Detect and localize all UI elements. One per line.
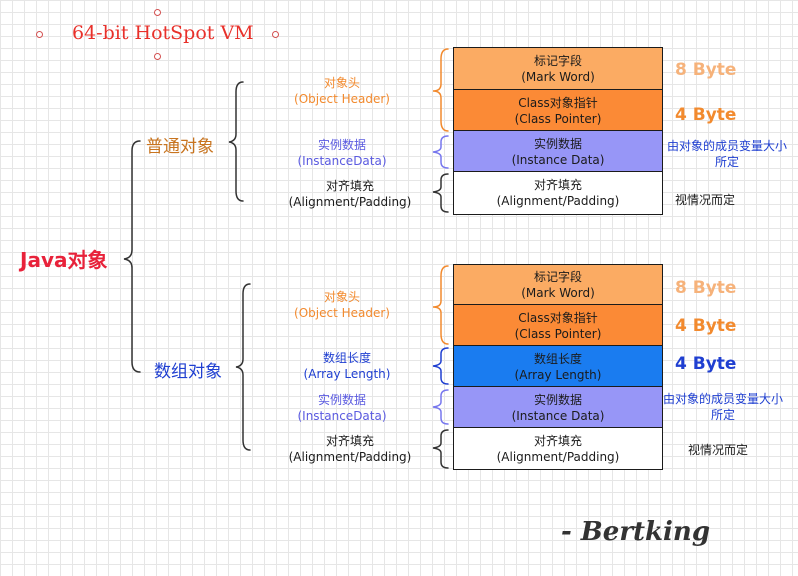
array-length-bracket [432,347,449,385]
array-class-size: 4 Byte [675,316,737,336]
root-label: Java对象 [20,248,108,272]
array-length-size: 4 Byte [675,354,737,374]
selection-handle [272,31,279,38]
box-label-cn: 实例数据 [533,392,582,407]
array-class-pointer-box[interactable]: Class对象指针 (Class Pointer) [453,304,663,347]
array-instance-bracket [432,389,449,425]
box-label-en: (Alignment/Padding) [496,449,620,464]
array-length-label: 数组长度 (Array Length) [287,350,407,382]
selection-handle [154,53,161,60]
ordinary-class-pointer-box[interactable]: Class对象指针 (Class Pointer) [453,89,663,132]
box-label-cn: Class对象指针 [518,310,598,325]
array-object-label: 数组对象 [154,362,222,382]
ordinary-header-cn: 对象头 [323,76,360,90]
box-label-cn: 对齐填充 [533,433,582,448]
box-label-en: (Alignment/Padding) [496,194,620,208]
box-label-en: (Instance Data) [511,152,605,167]
array-instance-en: (InstanceData) [297,409,387,423]
array-instance-label: 实例数据 (InstanceData) [287,392,397,424]
box-label-en: (Array Length) [514,367,602,382]
ordinary-padding-label: 对齐填充 (Alignment/Padding) [270,178,430,210]
array-padding-cn: 对齐填充 [325,434,374,448]
array-instance-cn: 实例数据 [317,393,366,407]
box-label-cn: Class对象指针 [518,95,598,110]
box-label-en: (Instance Data) [511,408,605,423]
signature: - Bertking [560,517,710,547]
ordinary-mark-size: 8 Byte [675,60,737,80]
ordinary-instance-cn: 实例数据 [317,138,366,152]
root-brace [123,140,141,373]
array-padding-box[interactable]: 对齐填充 (Alignment/Padding) [453,427,663,470]
array-header-bracket [432,265,449,345]
box-label-cn: 数组长度 [533,351,582,366]
array-mark-size: 8 Byte [675,278,737,298]
ordinary-mark-word-box[interactable]: 标记字段 (Mark Word) [453,47,663,91]
array-mark-word-box[interactable]: 标记字段 (Mark Word) [453,264,663,306]
ordinary-instance-data-box[interactable]: 实例数据 (Instance Data) [453,130,663,173]
array-instance-note: 由对象的成员变量大小所定 [662,392,783,422]
box-label-en: (Mark Word) [521,286,595,300]
ordinary-padding-en: (Alignment/Padding) [288,195,412,209]
box-label-cn: 实例数据 [533,136,582,151]
array-padding-label: 对齐填充 (Alignment/Padding) [270,433,430,465]
ordinary-header-en: (Object Header) [294,92,390,106]
ordinary-instance-en: (InstanceData) [297,154,387,168]
array-length-cn: 数组长度 [322,351,371,365]
array-header-label: 对象头 (Object Header) [287,289,397,321]
ordinary-instance-bracket [432,135,449,169]
array-length-box[interactable]: 数组长度 (Array Length) [453,345,663,388]
array-length-en: (Array Length) [303,367,391,381]
array-header-en: (Object Header) [294,306,390,320]
box-label-cn: 对齐填充 [533,178,582,192]
ordinary-padding-note: 视情况而定 [675,193,736,207]
box-label-en: (Mark Word) [521,70,595,84]
ordinary-padding-cn: 对齐填充 [325,179,374,193]
box-label-en: (Class Pointer) [514,111,602,126]
array-padding-en: (Alignment/Padding) [288,450,412,464]
ordinary-instance-note: 由对象的成员变量大小所定 [666,139,787,169]
ordinary-header-bracket [432,48,449,132]
ordinary-instance-label: 实例数据 (InstanceData) [287,137,397,169]
box-label-cn: 标记字段 [533,270,582,284]
ordinary-padding-bracket [432,173,449,213]
array-padding-bracket [432,429,449,469]
ordinary-brace [228,81,244,202]
ordinary-class-size: 4 Byte [675,105,737,125]
box-label-cn: 标记字段 [533,54,582,68]
ordinary-header-label: 对象头 (Object Header) [287,75,397,107]
array-header-cn: 对象头 [323,290,360,304]
selection-handle [36,31,43,38]
array-instance-data-box[interactable]: 实例数据 (Instance Data) [453,386,663,429]
selection-handle [154,9,161,16]
box-label-en: (Class Pointer) [514,326,602,341]
array-padding-note: 视情况而定 [688,443,749,457]
ordinary-object-label: 普通对象 [146,137,214,157]
ordinary-padding-box[interactable]: 对齐填充 (Alignment/Padding) [453,171,663,215]
diagram-title[interactable]: 64-bit HotSpot VM [72,22,254,44]
array-brace [235,283,251,451]
